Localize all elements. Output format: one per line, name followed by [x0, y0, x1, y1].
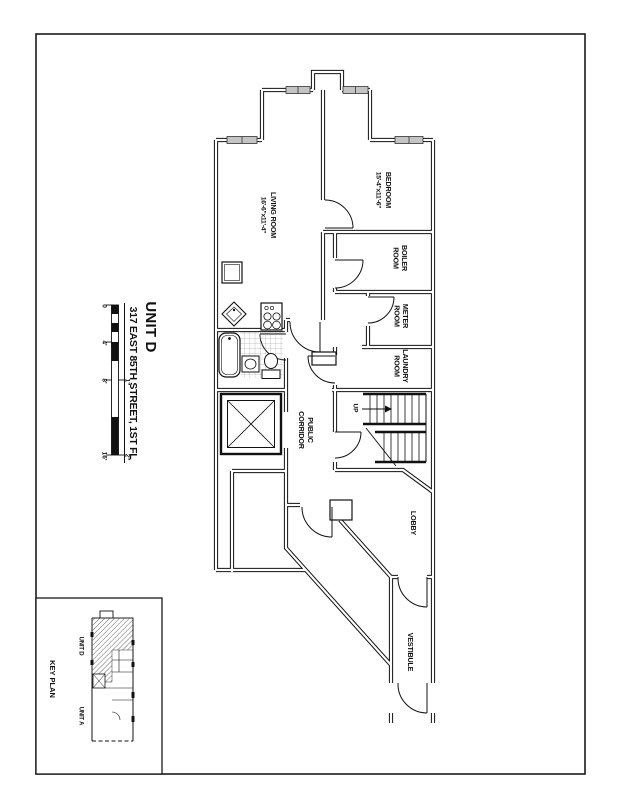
- bathtub-inner: [221, 335, 238, 375]
- stove-burner: [263, 312, 272, 321]
- stair-treads-down: [383, 432, 420, 462]
- sink-faucet: [232, 308, 236, 312]
- vestibule-inner-door: [397, 576, 428, 608]
- toilet-tank: [261, 369, 281, 379]
- bedroom-label: BEDROOM: [384, 172, 393, 208]
- unit-entry-door: [289, 321, 321, 353]
- elevator-cab: [227, 400, 275, 448]
- bedroom-dims: 15'-4"x11'-6": [375, 172, 382, 208]
- wall-outline-outer: [213, 69, 436, 723]
- elevator: [219, 392, 283, 456]
- boiler-room-door: [334, 259, 364, 289]
- bedroom-door: [324, 199, 354, 229]
- lobby-door: [301, 506, 333, 538]
- laundry-room-label-1: LAUNDRY: [401, 349, 410, 383]
- tub-faucet: [228, 337, 231, 340]
- windows: [226, 86, 424, 144]
- scale-tick-0: 0: [100, 304, 107, 308]
- toilet-bowl: [264, 353, 278, 369]
- staircase: [362, 392, 427, 467]
- boiler-room-label-1: BOILER: [400, 245, 409, 272]
- lobby-label: LOBBY: [409, 511, 418, 536]
- meter-room-door: [367, 296, 395, 324]
- living-room-label: LIVING ROOM: [269, 192, 278, 238]
- laundry-room-door: [307, 355, 336, 384]
- key-plan-elevator-x: [92, 673, 106, 689]
- kitchen: [221, 261, 283, 331]
- living-room-dims: 16'-6"x11'-4": [260, 197, 267, 233]
- key-plan-interior-lines: [105, 650, 133, 721]
- key-plan-bay: [99, 610, 114, 619]
- scale-tick-16: 16': [100, 452, 107, 461]
- stove-burner: [272, 312, 281, 321]
- key-plan-unit-d-hatch: [91, 617, 134, 683]
- bathroom: [218, 332, 283, 379]
- key-plan-unit-d-label: UNIT D: [77, 637, 83, 657]
- bathtub: [218, 332, 241, 378]
- stairs-up-label: UP: [351, 403, 358, 413]
- vestibule-label: VESTIBULE: [406, 633, 415, 672]
- key-plan-title: KEY PLAN: [48, 660, 57, 698]
- lobby-column: [329, 499, 353, 521]
- title-block: UNIT D 317 EAST 85TH STREET, 1ST FL: [124, 301, 159, 463]
- scale-bar: 0 4' 8' 16' 1" 2": [100, 304, 130, 461]
- key-plan: KEY PLAN UNIT D UNIT A: [35, 597, 163, 775]
- meter-room-label-1: METER: [401, 304, 410, 329]
- key-plan-unit-a-label: UNIT A: [77, 707, 83, 726]
- meter-room-label-2: ROOM: [393, 305, 402, 327]
- scale-tick-2in: 2": [123, 454, 130, 461]
- scale-tick-4: 4': [100, 340, 107, 346]
- scale-tick-1in: 1": [123, 379, 130, 386]
- refrigerator-inner: [224, 264, 240, 281]
- stove-knob: [264, 305, 269, 311]
- stair-door: [334, 431, 362, 459]
- doors: [259, 199, 428, 714]
- walls: [213, 69, 436, 723]
- elevator-x: [227, 400, 275, 448]
- elevator-shaft: [219, 392, 283, 456]
- wall-outline-inner: [214, 70, 435, 723]
- stove-burner: [272, 320, 281, 330]
- room-labels: LIVING ROOM 16'-6"x11'-4" BEDROOM 15'-4"…: [260, 172, 418, 672]
- laundry-room-label-2: ROOM: [393, 355, 402, 377]
- bathroom-sink-basin: [244, 358, 257, 370]
- unit-title: UNIT D: [142, 301, 159, 352]
- scale-tick-8: 8': [100, 378, 107, 384]
- vestibule-street-door: [397, 682, 428, 714]
- stair-break-line: [365, 427, 397, 467]
- stove-burner: [263, 320, 272, 330]
- stove-knob: [269, 305, 275, 311]
- kitchen-sink-basin: [226, 306, 242, 322]
- public-corridor-label-1: PUBLIC: [306, 417, 315, 443]
- boiler-room-label-2: ROOM: [392, 247, 401, 269]
- public-corridor-label-2: CORRIDOR: [297, 411, 306, 450]
- stair-up-arrow-icon: [385, 405, 392, 413]
- key-plan-window-ticks: [90, 632, 135, 722]
- address-title: 317 EAST 85TH STREET, 1ST FL: [127, 307, 139, 461]
- corridor-pilaster: [311, 351, 337, 366]
- page-border: [35, 33, 586, 775]
